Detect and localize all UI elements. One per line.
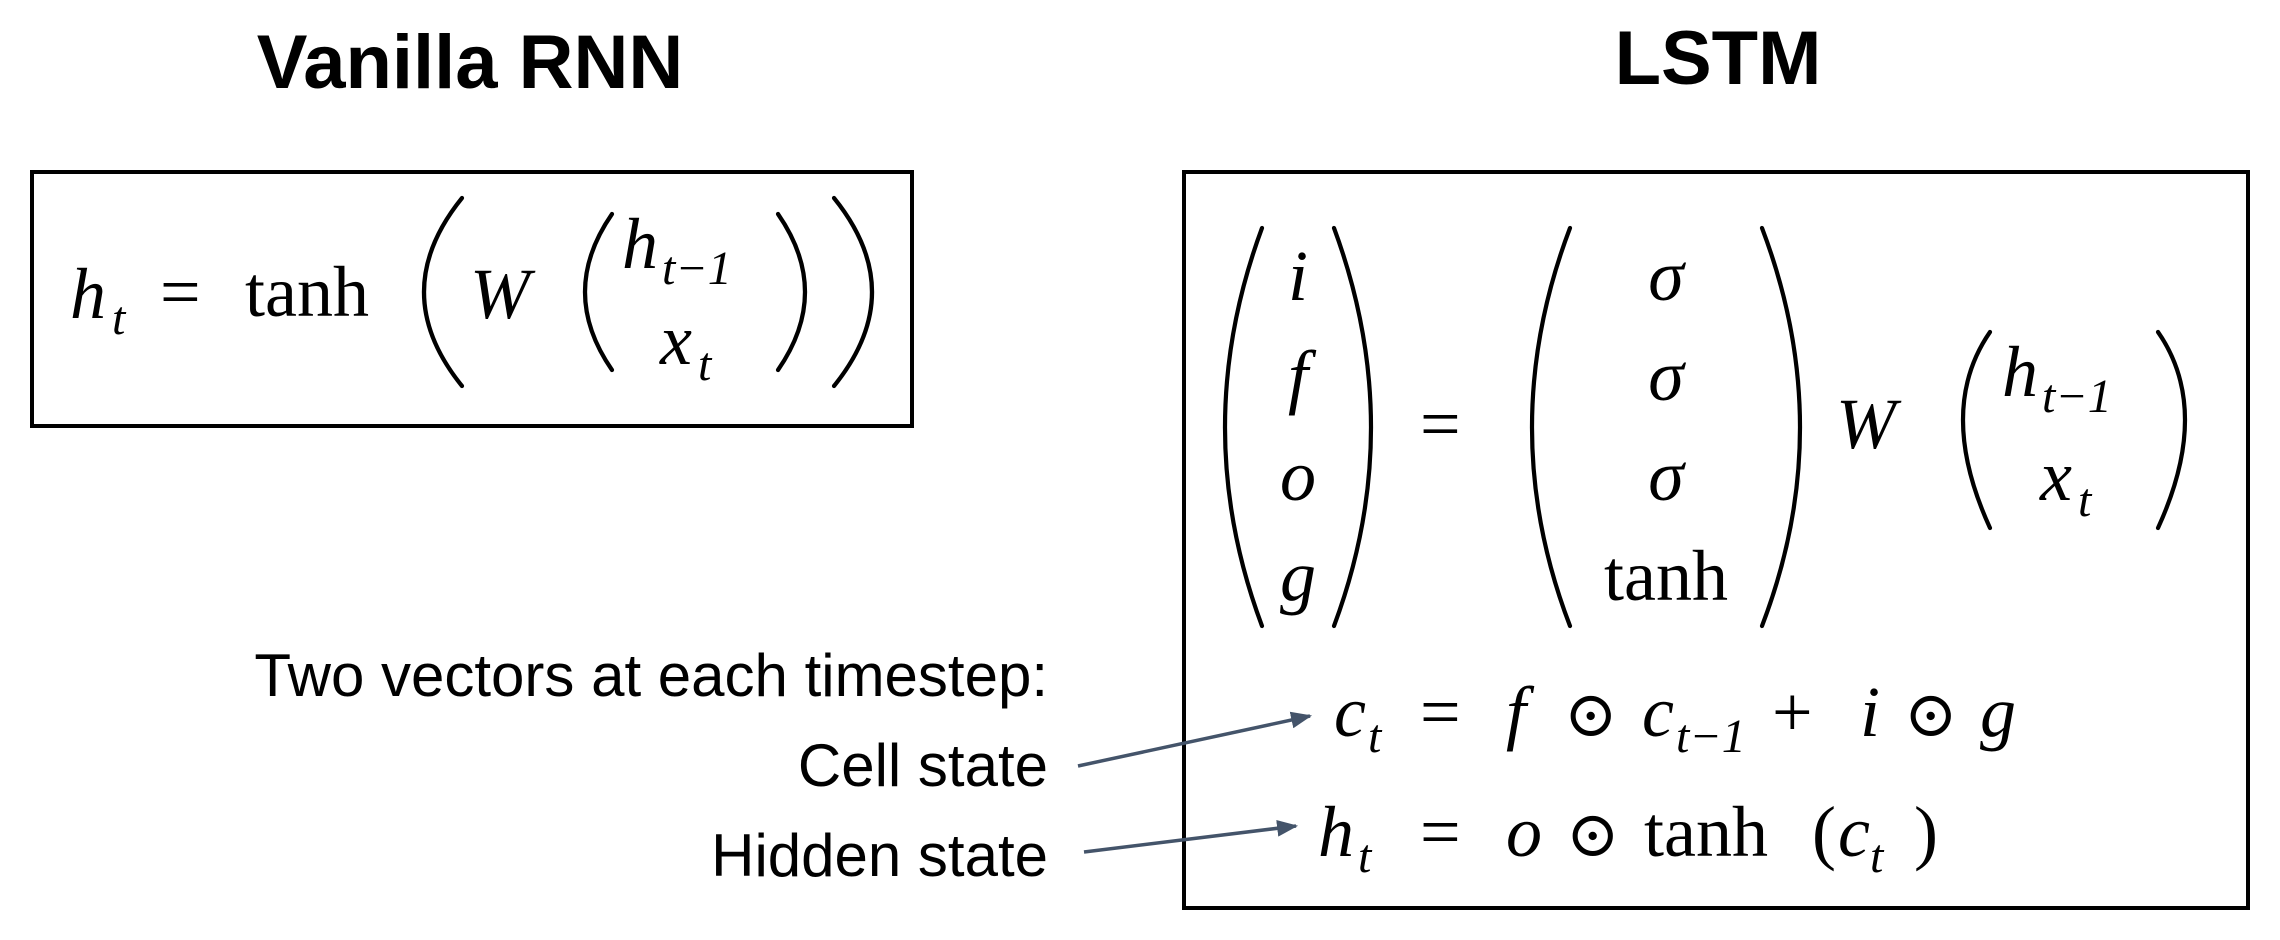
annotation-cell-state: Cell state [798,732,1048,799]
annotation-intro: Two vectors at each timestep: [254,642,1048,709]
hidden-arg-sub: t [1870,830,1885,883]
vanilla-rnn-heading: Vanilla RNN [257,20,684,105]
lstm-equation-box [1182,170,2250,910]
activation-sigma-i: σ [1648,236,1686,316]
annotation-hidden-state: Hidden state [711,822,1048,889]
rnn-vec-x: x [659,300,692,380]
input-vector-close-paren [2155,329,2187,531]
rnn-outer-close-paren [831,195,874,389]
hidden-close-paren: ) [1914,792,1938,872]
gate-i: i [1288,236,1308,316]
rnn-equals: = [160,252,201,332]
rnn-weight: W [470,254,536,334]
input-vec-x: x [2039,436,2072,516]
input-vec-h-sub: t−1 [2042,370,2112,423]
gate-g: g [1280,536,1316,616]
rnn-vec-h: h [622,204,658,284]
hidden-odot: ⊙ [1566,799,1620,870]
input-vec-h: h [2002,332,2038,412]
lstm-heading: LSTM [1615,16,1822,101]
cell-odot-2: ⊙ [1904,679,1958,750]
hidden-lhs: h [1318,792,1354,872]
rnn-tanh: tanh [245,252,369,332]
rnn-lhs: h [70,254,106,334]
input-vector-open-paren [1961,329,1993,531]
rnn-lhs-sub: t [112,292,127,345]
hidden-o: o [1506,792,1542,872]
gate-vector-close-paren [1331,225,1374,629]
cell-equals: = [1420,672,1461,752]
rnn-vec-h-sub: t−1 [662,242,732,295]
cell-f: f [1506,672,1535,752]
rnn-vec-x-sub: t [698,338,713,391]
activation-sigma-f: σ [1648,336,1686,416]
cell-prev-sub: t−1 [1676,710,1746,763]
cell-odot-1: ⊙ [1564,679,1618,750]
cell-lhs: c [1334,672,1366,752]
rnn-equation-box [30,170,914,428]
cell-i: i [1860,672,1880,752]
rnn-inner-open-paren [582,211,615,373]
gate-vector-open-paren [1222,225,1265,629]
cell-lhs-sub: t [1368,710,1383,763]
lstm-weight: W [1836,384,1902,464]
cell-plus: + [1772,672,1813,752]
hidden-state-equation: h t = o ⊙ tanh ( c t ) [1318,792,1938,883]
activation-vector-close-paren [1759,225,1803,629]
hidden-tanh: tanh [1644,792,1768,872]
lstm-input-vector: h t−1 x t [1961,329,2187,531]
cell-state-arrow [1077,711,1313,768]
hidden-open-paren: ( [1812,792,1836,872]
lstm-gate-vector: i f o g [1222,225,1374,629]
rnn-equation: h t = tanh W h t−1 x t [70,195,874,391]
hidden-lhs-sub: t [1358,830,1373,883]
activation-sigma-o: σ [1648,436,1686,516]
activation-vector-open-paren [1529,225,1573,629]
lstm-gates-equals: = [1420,384,1461,464]
lstm-activation-vector: σ σ σ tanh [1529,225,1803,629]
rnn-inner-close-paren [775,211,808,373]
gate-o: o [1280,436,1316,516]
activation-tanh-g: tanh [1604,536,1728,616]
cell-prev: c [1642,672,1674,752]
hidden-equals: = [1420,792,1461,872]
rnn-outer-open-paren [422,195,465,389]
input-vec-x-sub: t [2078,474,2093,527]
hidden-arg: c [1838,792,1870,872]
gate-f: f [1288,336,1317,416]
cell-state-equation: c t = f ⊙ c t−1 + i ⊙ g [1334,672,2016,763]
hidden-state-arrow [1083,819,1299,854]
cell-g: g [1980,672,2016,752]
